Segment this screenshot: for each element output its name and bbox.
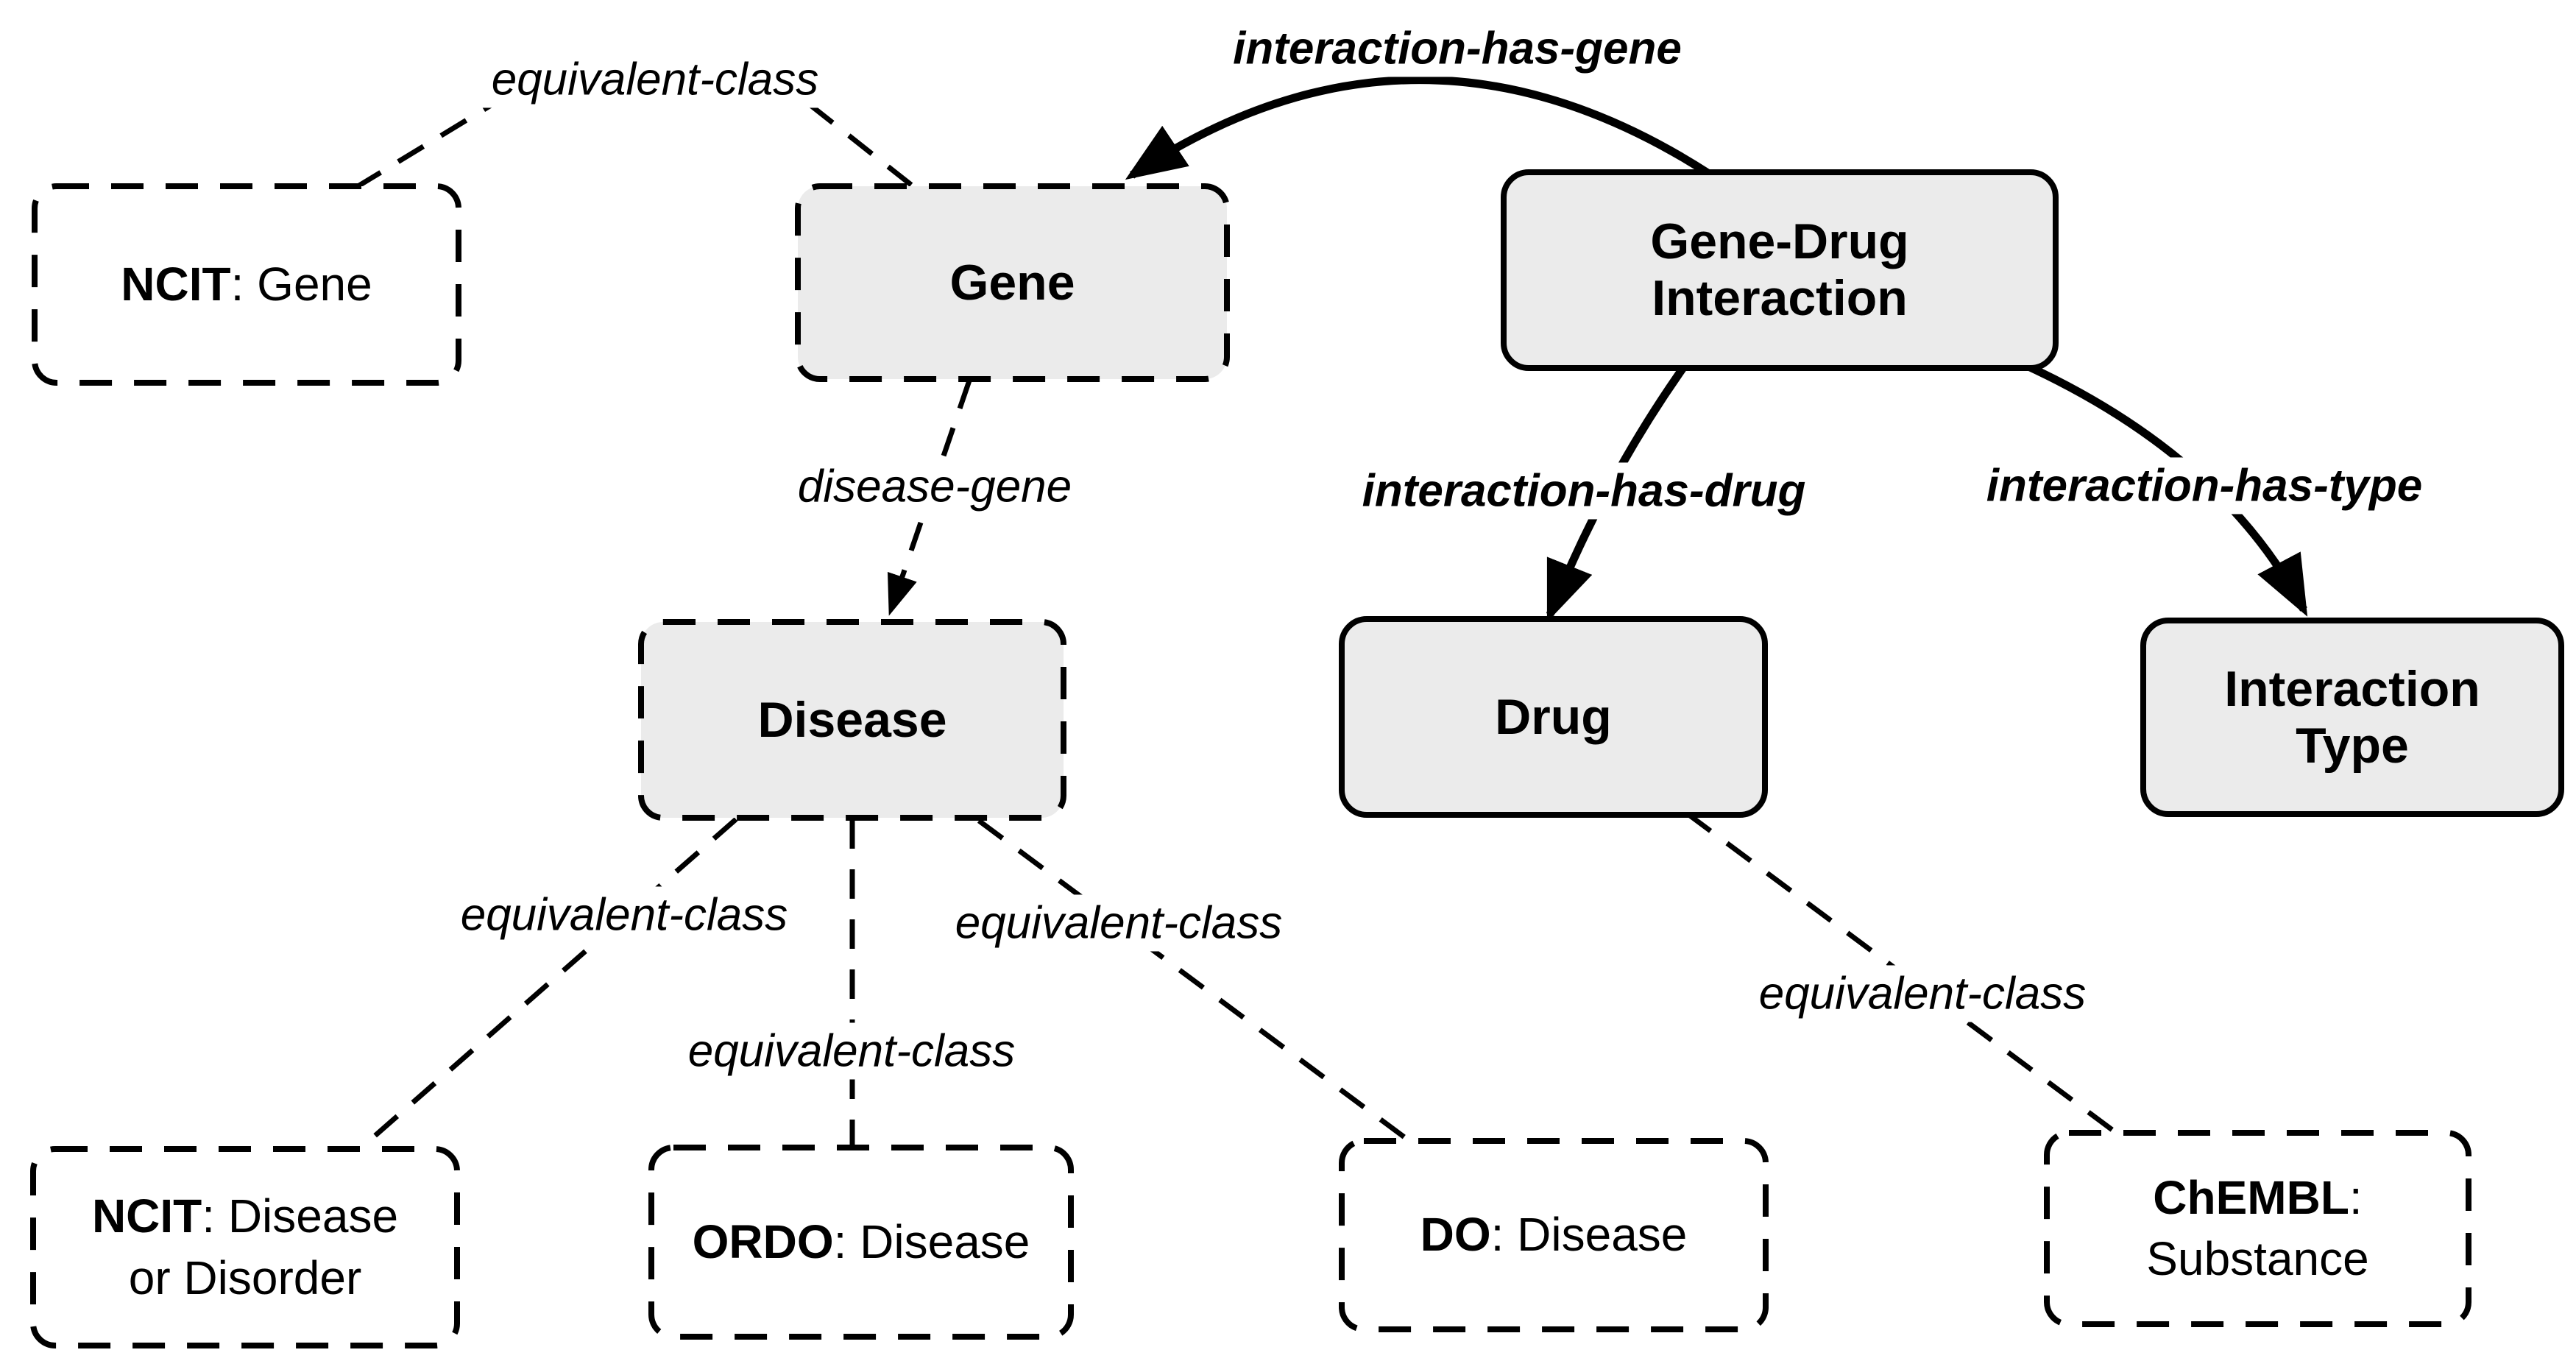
edge-label-equivalent-class-ncit-disease: equivalent-class (448, 886, 800, 944)
box-ordo-disease (648, 1145, 1074, 1340)
edge-label-interaction-has-gene: interaction-has-gene (1221, 20, 1694, 77)
box-gene-drug-interaction (1501, 169, 2059, 371)
box-do-disease (1339, 1138, 1769, 1332)
edge-label-disease-gene: disease-gene (785, 458, 1084, 515)
edge-label-interaction-has-type: interaction-has-type (1974, 457, 2435, 515)
edge-label-equivalent-class-do: equivalent-class (943, 894, 1295, 952)
box-ncit-gene (32, 183, 461, 386)
edge-label-interaction-has-drug: interaction-has-drug (1350, 462, 1818, 520)
box-interaction-type (2140, 618, 2564, 817)
box-disease (638, 619, 1066, 821)
box-chembl-substance (2044, 1130, 2471, 1327)
edge-ncit-gene-to-label (354, 101, 496, 190)
edge-label-to-gene (807, 102, 917, 190)
box-gene (795, 183, 1230, 382)
edge-label-equivalent-class-gene: equivalent-class (479, 51, 831, 108)
edge-disease-to-do (977, 819, 1412, 1143)
edge-label-equivalent-class-chembl: equivalent-class (1747, 965, 2098, 1022)
box-ncit-disease-or-disorder (30, 1146, 460, 1348)
edge-disease-to-ncit-disease (358, 817, 738, 1150)
box-drug (1339, 616, 1768, 818)
edge-interaction-has-gene-arrow (1125, 76, 1711, 180)
edge-label-equivalent-class-ordo: equivalent-class (676, 1022, 1027, 1080)
